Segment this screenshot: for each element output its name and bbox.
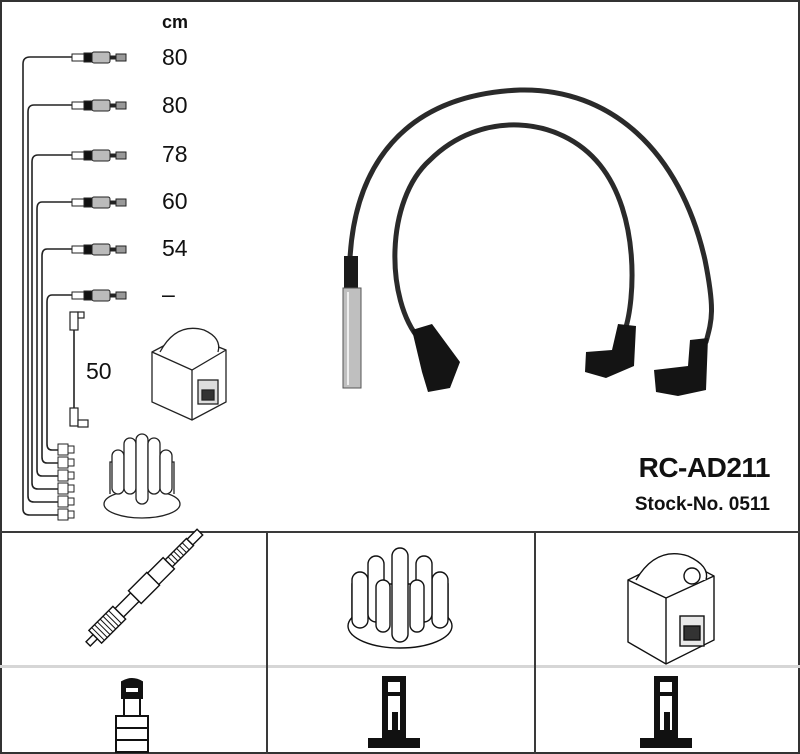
- ignition-cable-set-photo: [342, 87, 714, 396]
- ignition-coil-icon: [627, 553, 715, 665]
- part-number: RC-AD211: [638, 452, 771, 483]
- divider-col-2: [534, 532, 536, 754]
- cable-length-4: 60: [162, 188, 188, 214]
- spark-plug-terminal-icon: [115, 678, 149, 753]
- wiring-schematic-icon: [22, 51, 227, 521]
- unit-label: cm: [162, 12, 189, 32]
- divider-middle: [0, 665, 800, 668]
- stock-number: Stock-No. 0511: [634, 494, 770, 515]
- cable-length-1: 80: [162, 44, 188, 70]
- divider-top: [0, 531, 800, 533]
- distributor-terminal-icon: [368, 676, 420, 748]
- coil-lead-length: 50: [86, 358, 112, 384]
- spark-plug-icon: [85, 528, 204, 647]
- divider-col-1: [266, 532, 268, 754]
- cable-length-5: 54: [162, 235, 188, 261]
- wiring-overview-panel: cm 80 80 78 60 54 – 50: [22, 12, 771, 521]
- distributor-cap-icon: [347, 547, 453, 649]
- cable-length-2: 80: [162, 92, 188, 118]
- cable-length-6: –: [162, 281, 175, 307]
- cable-length-3: 78: [162, 141, 188, 167]
- coil-terminal-icon: [640, 676, 692, 748]
